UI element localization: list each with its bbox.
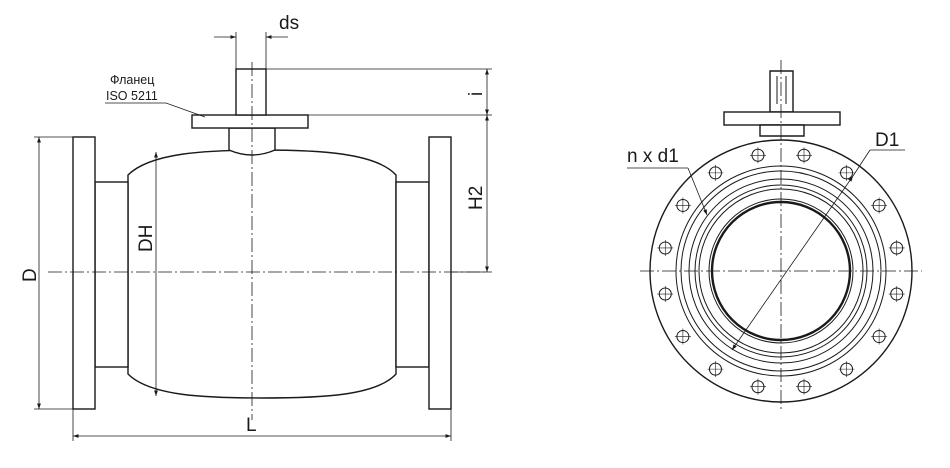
bolt-hole bbox=[657, 286, 674, 303]
bolt-hole bbox=[871, 197, 888, 214]
bolt-hole bbox=[707, 361, 724, 378]
bolt-hole bbox=[707, 164, 724, 181]
bolt-hole bbox=[674, 197, 691, 214]
left-hub bbox=[94, 181, 129, 368]
side-view: ds Фланец ISO 5211 i H2 DH D L bbox=[20, 13, 492, 441]
bolt-hole bbox=[749, 147, 766, 164]
bolt-hole bbox=[796, 378, 813, 395]
front-neck bbox=[759, 124, 805, 137]
bolt-hole bbox=[871, 328, 888, 345]
label-L: L bbox=[246, 415, 257, 436]
label-DH: DH bbox=[136, 225, 157, 252]
label-D1: D1 bbox=[875, 130, 899, 151]
left-flange bbox=[72, 136, 96, 410]
bolt-holes bbox=[657, 147, 905, 395]
valve-body bbox=[127, 149, 397, 399]
front-stem bbox=[769, 70, 794, 113]
label-D: D bbox=[20, 268, 41, 282]
bolt-hole bbox=[838, 361, 855, 378]
front-mounting-flange bbox=[723, 111, 841, 126]
right-flange bbox=[428, 136, 452, 410]
valve-stem bbox=[235, 68, 267, 116]
right-hub bbox=[395, 181, 430, 368]
label-flange-line2: ISO 5211 bbox=[106, 89, 158, 103]
bolt-hole bbox=[888, 286, 905, 303]
bolt-hole bbox=[838, 164, 855, 181]
front-view: n x d1 D1 bbox=[627, 60, 922, 412]
label-n-x-d1: n x d1 bbox=[627, 146, 679, 167]
bolt-hole bbox=[657, 239, 674, 256]
bolt-hole bbox=[674, 328, 691, 345]
label-ds: ds bbox=[279, 13, 299, 34]
label-i: i bbox=[466, 92, 487, 96]
bolt-hole bbox=[749, 378, 766, 395]
mounting-flange bbox=[191, 114, 309, 129]
bolt-hole bbox=[796, 147, 813, 164]
label-H2: H2 bbox=[466, 186, 487, 210]
bolt-hole bbox=[888, 239, 905, 256]
label-flange-line1: Фланец bbox=[110, 73, 154, 87]
